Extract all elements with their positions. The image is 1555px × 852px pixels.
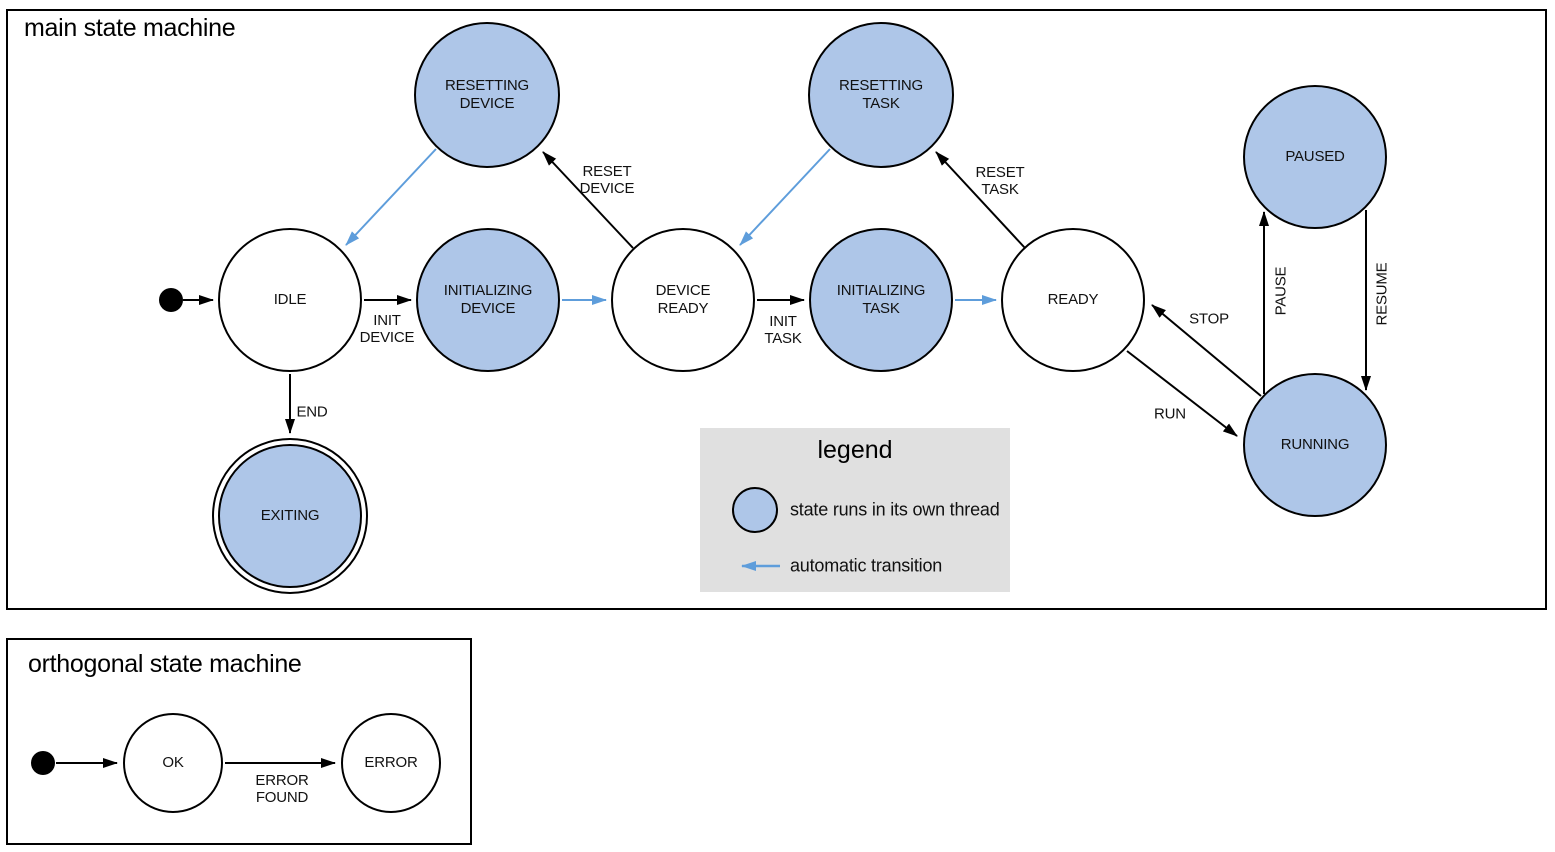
arrow-stop [1151, 304, 1262, 397]
transition-label-init-device: INIT DEVICE [359, 312, 415, 346]
transition-label-reset-task: RESET TASK [975, 164, 1025, 198]
state-label: EXITING [260, 507, 320, 524]
arrow-auto-resetdev-to-idle [345, 148, 437, 246]
state-label: PAUSED [1285, 148, 1345, 165]
state-label: OK [162, 754, 184, 771]
main-panel-title: main state machine [24, 14, 236, 42]
transition-label-reset-device: RESET DEVICE [579, 163, 635, 197]
legend-threaded-label: state runs in its own thread [790, 499, 1000, 520]
legend-auto-transition-label: automatic transition [790, 555, 943, 576]
state-label: ERROR [364, 754, 418, 771]
state-label: INITIALIZING TASK [836, 282, 926, 317]
transition-label-pause: PAUSE [1272, 266, 1290, 316]
state-initializing-device: INITIALIZING DEVICE [416, 228, 560, 372]
state-running: RUNNING [1243, 373, 1387, 517]
state-ok: OK [123, 713, 223, 813]
main-state-machine-panel [6, 9, 1547, 610]
initial-state-dot-orthogonal [31, 751, 55, 775]
state-label: INITIALIZING DEVICE [443, 282, 533, 317]
state-label: RESETTING DEVICE [444, 77, 530, 112]
arrow-run [1126, 350, 1238, 437]
transition-label-stop: STOP [1189, 310, 1229, 328]
transition-label-resume: RESUME [1373, 262, 1391, 326]
state-resetting-device: RESETTING DEVICE [414, 22, 560, 168]
arrow-auto-resettask-to-devready [739, 148, 831, 246]
state-label: IDLE [273, 291, 307, 308]
arrow-reset-task [935, 151, 1026, 249]
legend: legend state runs in its own thread auto… [700, 428, 1010, 592]
state-error: ERROR [341, 713, 441, 813]
transition-label-run: RUN [1154, 405, 1186, 423]
transition-label-init-task: INIT TASK [764, 313, 802, 347]
threaded-state-swatch-icon [732, 487, 778, 533]
transition-label-error-found: ERROR FOUND [255, 772, 309, 806]
orthogonal-panel-title: orthogonal state machine [28, 650, 302, 678]
state-idle: IDLE [218, 228, 362, 372]
state-initializing-task: INITIALIZING TASK [809, 228, 953, 372]
state-paused: PAUSED [1243, 85, 1387, 229]
legend-title: legend [817, 436, 893, 464]
transition-label-end: END [296, 403, 328, 421]
state-label: RUNNING [1280, 436, 1350, 453]
state-exiting-final: EXITING [212, 438, 368, 594]
state-label: READY [1047, 291, 1099, 308]
arrow-reset-device [542, 151, 634, 249]
initial-state-dot-main [159, 288, 183, 312]
state-resetting-task: RESETTING TASK [808, 22, 954, 168]
state-label: RESETTING TASK [838, 77, 924, 112]
orthogonal-state-machine-panel [6, 638, 472, 845]
final-state-inner-ring: EXITING [218, 444, 362, 588]
state-ready: READY [1001, 228, 1145, 372]
state-label: DEVICE READY [655, 282, 711, 317]
state-device-ready: DEVICE READY [611, 228, 755, 372]
auto-transition-arrow-icon [741, 561, 780, 571]
